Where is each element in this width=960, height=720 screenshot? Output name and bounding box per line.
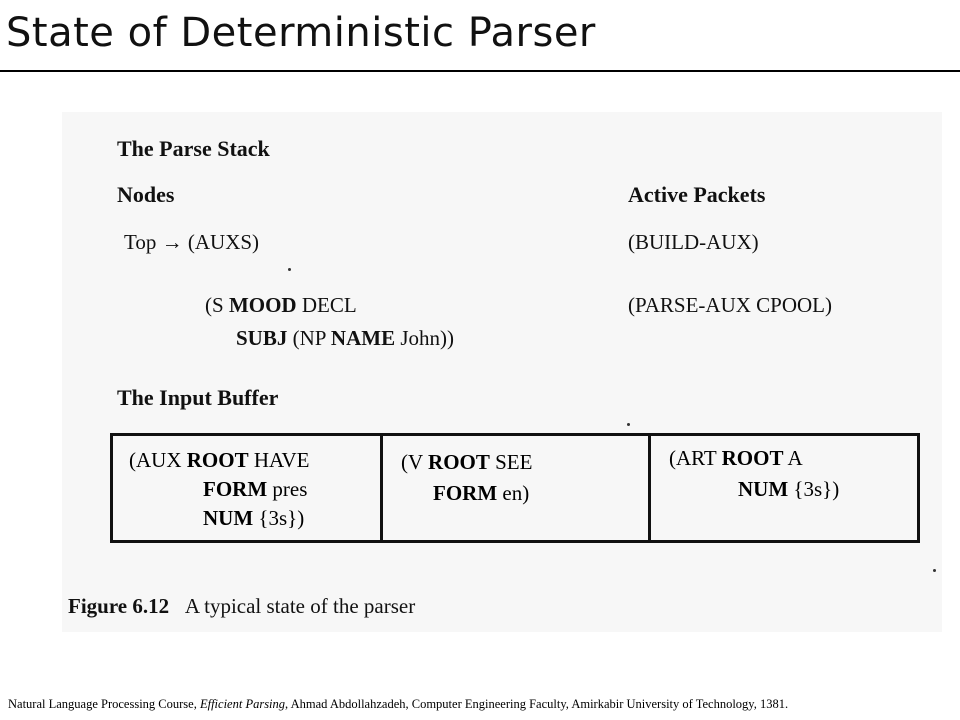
node-s-line1: (S MOOD DECL — [205, 293, 357, 317]
buffer-cell-1-line3: NUM {3s}) — [203, 506, 305, 530]
scan-speck — [288, 268, 291, 271]
input-buffer-table: (AUX ROOT HAVE FORM pres NUM {3s}) (V RO… — [110, 433, 920, 543]
buffer-cell-2-line1: (V ROOT SEE — [401, 450, 533, 474]
buffer-cell-1-line2: FORM pres — [203, 477, 308, 501]
title-divider — [0, 70, 960, 72]
caption-label: Figure 6.12 — [68, 594, 170, 618]
figure-caption: Figure 6.12 A typical state of the parse… — [68, 594, 415, 619]
arrow-icon: → — [161, 230, 183, 254]
packet-parse-aux: (PARSE-AUX CPOOL) — [628, 293, 833, 317]
node-auxs: (AUXS) — [187, 230, 260, 254]
nodes-heading: Nodes — [117, 182, 175, 207]
slide-title: State of Deterministic Parser — [6, 10, 596, 56]
packet-build-aux: (BUILD-AUX) — [628, 230, 759, 254]
footer-citation: Natural Language Processing Course, Effi… — [8, 697, 789, 711]
caption-text: A typical state of the parser — [184, 594, 416, 618]
parse-stack-heading: The Parse Stack — [117, 136, 270, 161]
scan-speck — [627, 423, 630, 426]
buffer-cell-3-line2: NUM {3s}) — [738, 477, 840, 501]
scan-speck — [933, 569, 936, 572]
stack-top-node: Top → (AUXS) — [124, 230, 259, 255]
node-s-line2: SUBJ (NP NAME John)) — [236, 326, 455, 350]
buffer-cell-1-line1: (AUX ROOT HAVE — [129, 448, 310, 472]
active-packets-heading: Active Packets — [628, 182, 766, 207]
buffer-cell-2-line2: FORM en) — [433, 481, 530, 505]
top-label: Top — [124, 230, 157, 254]
buffer-divider — [380, 436, 383, 540]
input-buffer-heading: The Input Buffer — [117, 385, 279, 410]
scanned-figure — [62, 112, 942, 632]
buffer-divider — [648, 436, 651, 540]
buffer-cell-3-line1: (ART ROOT A — [669, 446, 803, 470]
